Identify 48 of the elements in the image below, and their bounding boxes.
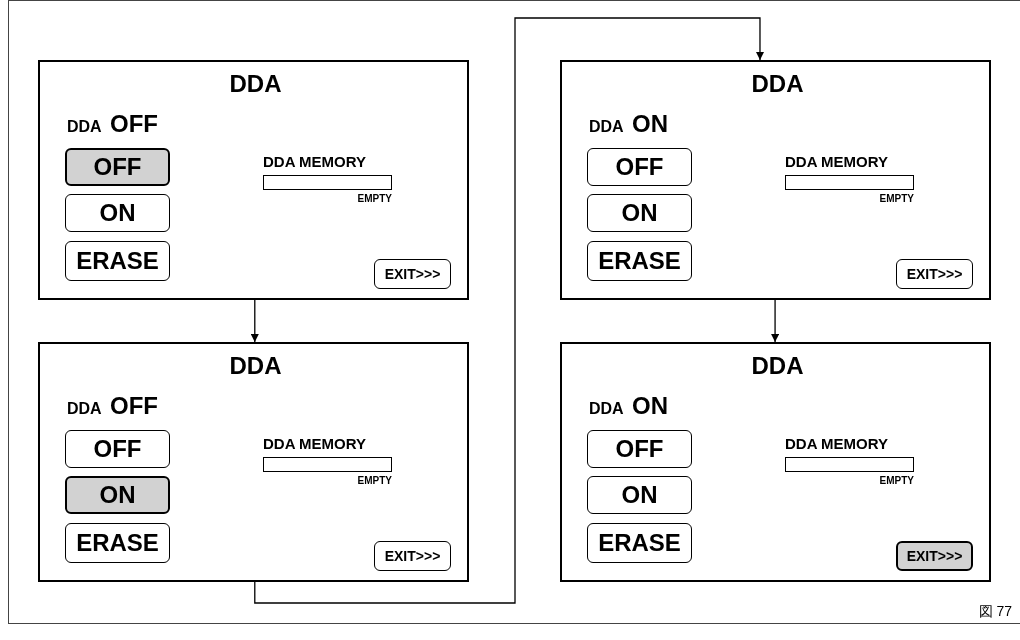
- exit-button: EXIT>>>: [896, 541, 973, 571]
- figure-number: 図 77: [978, 604, 1012, 618]
- memory-status: EMPTY: [356, 194, 392, 204]
- screen-title: DDA: [750, 72, 805, 96]
- arrow: [254, 17, 764, 604]
- screen-title: DDA: [750, 354, 805, 378]
- display-screen: [38, 60, 469, 300]
- exit-button: EXIT>>>: [374, 259, 451, 289]
- erase-button: ERASE: [587, 241, 692, 281]
- erase-button: ERASE: [65, 523, 170, 563]
- exit-button: EXIT>>>: [374, 541, 451, 571]
- memory-label: DDA MEMORY: [785, 154, 889, 169]
- off-button: OFF: [65, 430, 170, 468]
- memory-bar: [263, 175, 392, 190]
- arrow: [771, 299, 780, 343]
- erase-button: ERASE: [587, 523, 692, 563]
- status-prefix: DDA: [589, 401, 624, 417]
- status-value: ON: [632, 112, 668, 136]
- status-prefix: DDA: [67, 401, 102, 417]
- memory-status: EMPTY: [878, 194, 914, 204]
- memory-status: EMPTY: [356, 476, 392, 486]
- memory-bar: [785, 175, 914, 190]
- on-button: ON: [587, 194, 692, 232]
- memory-status: EMPTY: [878, 476, 914, 486]
- memory-bar: [263, 457, 392, 472]
- status-value: OFF: [110, 394, 158, 418]
- status-value: OFF: [110, 112, 158, 136]
- display-screen: [560, 342, 991, 582]
- off-button: OFF: [587, 148, 692, 186]
- memory-label: DDA MEMORY: [263, 436, 367, 451]
- screen-title: DDA: [228, 72, 283, 96]
- arrow: [250, 299, 259, 343]
- on-button: ON: [587, 476, 692, 514]
- off-button: OFF: [587, 430, 692, 468]
- display-screen: [560, 60, 991, 300]
- off-button: OFF: [65, 148, 170, 186]
- memory-label: DDA MEMORY: [263, 154, 367, 169]
- status-value: ON: [632, 394, 668, 418]
- display-screen: [38, 342, 469, 582]
- on-button: ON: [65, 476, 170, 514]
- status-prefix: DDA: [67, 119, 102, 135]
- erase-button: ERASE: [65, 241, 170, 281]
- exit-button: EXIT>>>: [896, 259, 973, 289]
- on-button: ON: [65, 194, 170, 232]
- memory-bar: [785, 457, 914, 472]
- status-prefix: DDA: [589, 119, 624, 135]
- memory-label: DDA MEMORY: [785, 436, 889, 451]
- screen-title: DDA: [228, 354, 283, 378]
